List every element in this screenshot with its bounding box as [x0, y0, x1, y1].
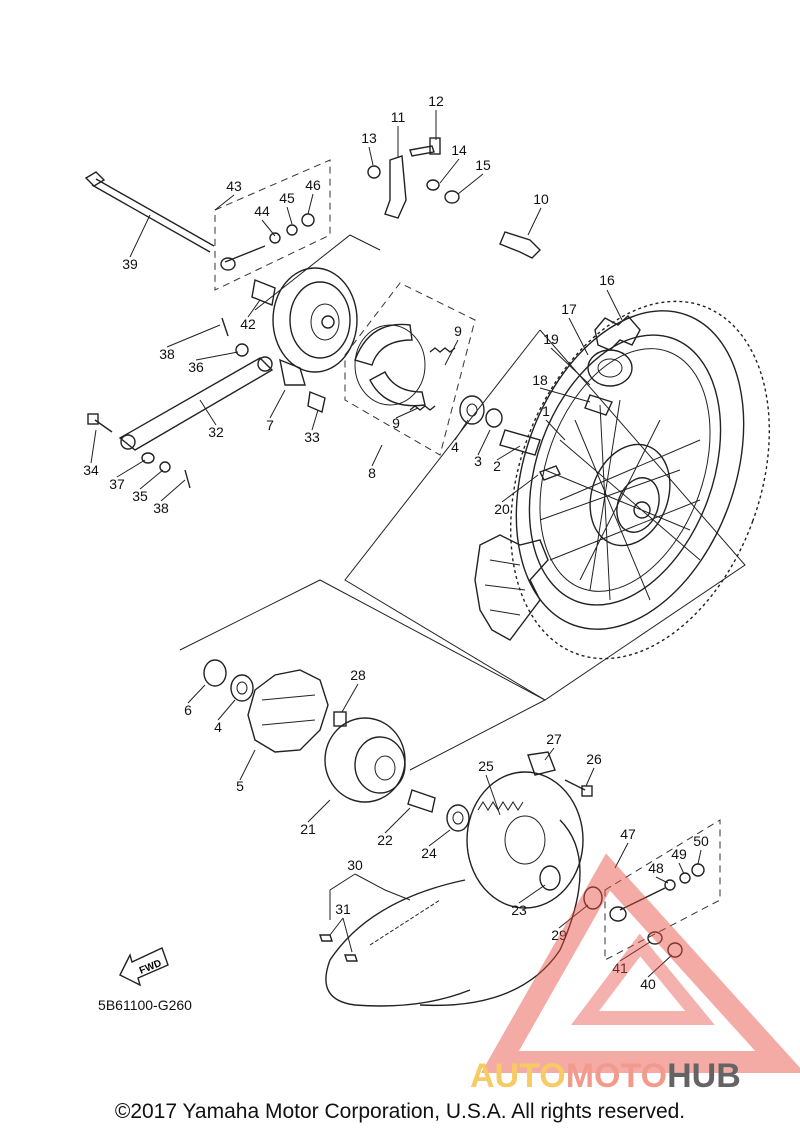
callout-30: 30 — [347, 857, 363, 873]
callout-4: 4 — [451, 439, 459, 455]
leader-lines — [90, 110, 702, 978]
callout-32: 32 — [208, 424, 224, 440]
callout-10: 10 — [533, 191, 549, 207]
callout-14: 14 — [451, 142, 467, 158]
callout-35: 35 — [132, 488, 148, 504]
callout-11: 11 — [391, 109, 406, 125]
callout-2: 2 — [493, 458, 501, 474]
callout-37: 37 — [109, 476, 125, 492]
callout-5: 5 — [236, 778, 244, 794]
callout-31: 31 — [335, 901, 351, 917]
fwd-label: FWD — [138, 958, 163, 977]
brake-assembly — [272, 137, 541, 456]
callout-7: 7 — [266, 417, 274, 433]
callout-12: 12 — [428, 93, 444, 109]
callout-8: 8 — [368, 465, 376, 481]
callout-38: 38 — [153, 500, 169, 516]
callout-50: 50 — [693, 833, 709, 849]
callout-16: 16 — [599, 272, 615, 288]
callout-27: 27 — [546, 731, 562, 747]
watermark-hub: HUB — [667, 1057, 741, 1095]
diagram-code: 5B61100-G260 — [98, 997, 192, 1013]
automotohub-watermark-logo: AUTOMOTOHUB — [470, 853, 800, 1095]
callout-45: 45 — [279, 190, 295, 206]
watermark-triangle-icon — [481, 853, 800, 1073]
callout-38: 38 — [159, 346, 175, 362]
callout-9: 9 — [392, 415, 400, 431]
watermark-moto: MOTO — [566, 1057, 667, 1095]
callout-43: 43 — [226, 178, 242, 194]
callout-29: 29 — [551, 927, 567, 943]
forward-direction-arrow: FWD — [119, 947, 169, 987]
svg-text:AUTOMOTOHUB: AUTOMOTOHUB — [470, 1057, 741, 1095]
callout-1: 1 — [542, 403, 550, 419]
watermark-auto: AUTO — [470, 1057, 566, 1095]
callout-9: 9 — [454, 323, 462, 339]
callout-3: 3 — [474, 453, 482, 469]
callout-19: 19 — [543, 331, 559, 347]
callout-21: 21 — [300, 821, 316, 837]
callout-40: 40 — [640, 976, 656, 992]
callout-13: 13 — [361, 130, 377, 146]
callout-15: 15 — [475, 157, 491, 173]
axle-and-arm — [84, 159, 381, 489]
callout-22: 22 — [377, 832, 393, 848]
callout-41: 41 — [612, 960, 628, 976]
callout-17: 17 — [561, 301, 577, 317]
callout-47: 47 — [620, 826, 636, 842]
callout-42: 42 — [240, 316, 256, 332]
callout-34: 34 — [83, 462, 99, 478]
callout-36: 36 — [188, 359, 204, 375]
callout-24: 24 — [421, 845, 437, 861]
callout-18: 18 — [532, 372, 548, 388]
callout-39: 39 — [122, 256, 138, 272]
callout-28: 28 — [350, 667, 366, 683]
callout-44: 44 — [254, 203, 270, 219]
callout-labels: 1 2 3 4 4 5 6 7 8 9 9 10 11 12 13 14 15 … — [83, 93, 709, 992]
callout-46: 46 — [305, 177, 321, 193]
callout-23: 23 — [511, 902, 527, 918]
rear-wheel-assembly — [344, 300, 771, 701]
callout-25: 25 — [478, 758, 494, 774]
callout-33: 33 — [304, 429, 320, 445]
callout-48: 48 — [648, 860, 664, 876]
callout-26: 26 — [586, 751, 602, 767]
callout-20: 20 — [494, 501, 510, 517]
callout-6: 6 — [184, 702, 192, 718]
sprocket-assembly — [179, 579, 721, 1007]
copyright-notice: ©2017 Yamaha Motor Corporation, U.S.A. A… — [114, 1100, 686, 1123]
callout-4: 4 — [214, 719, 222, 735]
callout-49: 49 — [671, 846, 687, 862]
